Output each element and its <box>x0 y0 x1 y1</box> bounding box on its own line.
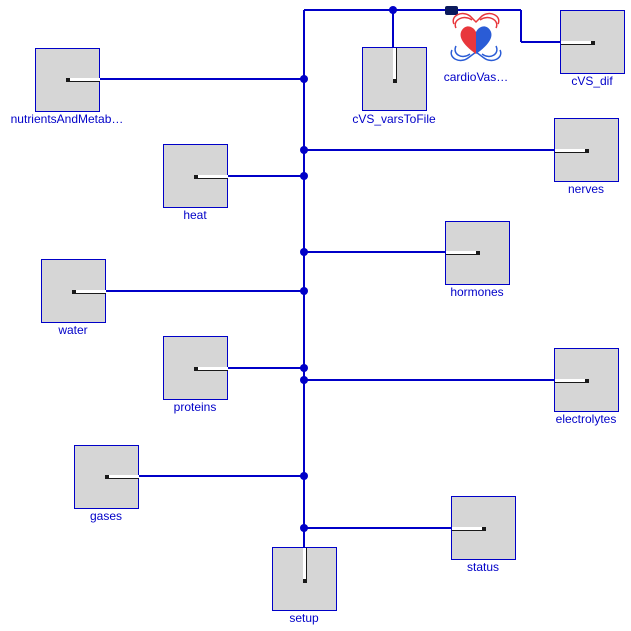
block-water[interactable] <box>41 259 106 323</box>
junction-dot <box>300 172 308 180</box>
label-gases: gases <box>89 509 123 523</box>
block-nerves[interactable] <box>554 118 619 182</box>
label-heat: heat <box>183 208 207 222</box>
label-nutrients: nutrientsAndMetab… <box>10 112 124 126</box>
junction-dot <box>389 6 397 14</box>
cardio-bus-connector <box>445 6 458 15</box>
junction-dot <box>300 376 308 384</box>
junction-dot <box>300 472 308 480</box>
label-nerves: nerves <box>567 182 605 196</box>
block-proteins[interactable] <box>163 336 228 400</box>
label-proteins: proteins <box>173 400 217 414</box>
label-setup: setup <box>289 611 319 625</box>
block-heat[interactable] <box>163 144 228 208</box>
block-gases[interactable] <box>74 445 139 509</box>
heart-icon[interactable] <box>448 10 504 68</box>
junction-dot <box>300 364 308 372</box>
block-status[interactable] <box>451 496 516 560</box>
block-setup[interactable] <box>272 547 337 611</box>
label-water: water <box>58 323 88 337</box>
block-cvs-dif[interactable] <box>560 10 625 74</box>
block-electrolytes[interactable] <box>554 348 619 412</box>
junction-dot <box>300 524 308 532</box>
junction-dot <box>300 146 308 154</box>
junction-dot <box>300 248 308 256</box>
label-cardio-vascular: cardioVas… <box>443 70 509 84</box>
label-hormones: hormones <box>450 285 504 299</box>
block-hormones[interactable] <box>445 221 510 285</box>
block-cvs-vars-to-file[interactable] <box>362 47 427 111</box>
label-status: status <box>466 560 500 574</box>
label-cvs-vars-to-file: cVS_varsToFile <box>352 112 436 126</box>
junction-dot <box>300 75 308 83</box>
label-electrolytes: electrolytes <box>555 412 617 426</box>
block-nutrients[interactable] <box>35 48 100 112</box>
junction-dot <box>300 287 308 295</box>
label-cvs-dif: cVS_dif <box>571 74 613 88</box>
